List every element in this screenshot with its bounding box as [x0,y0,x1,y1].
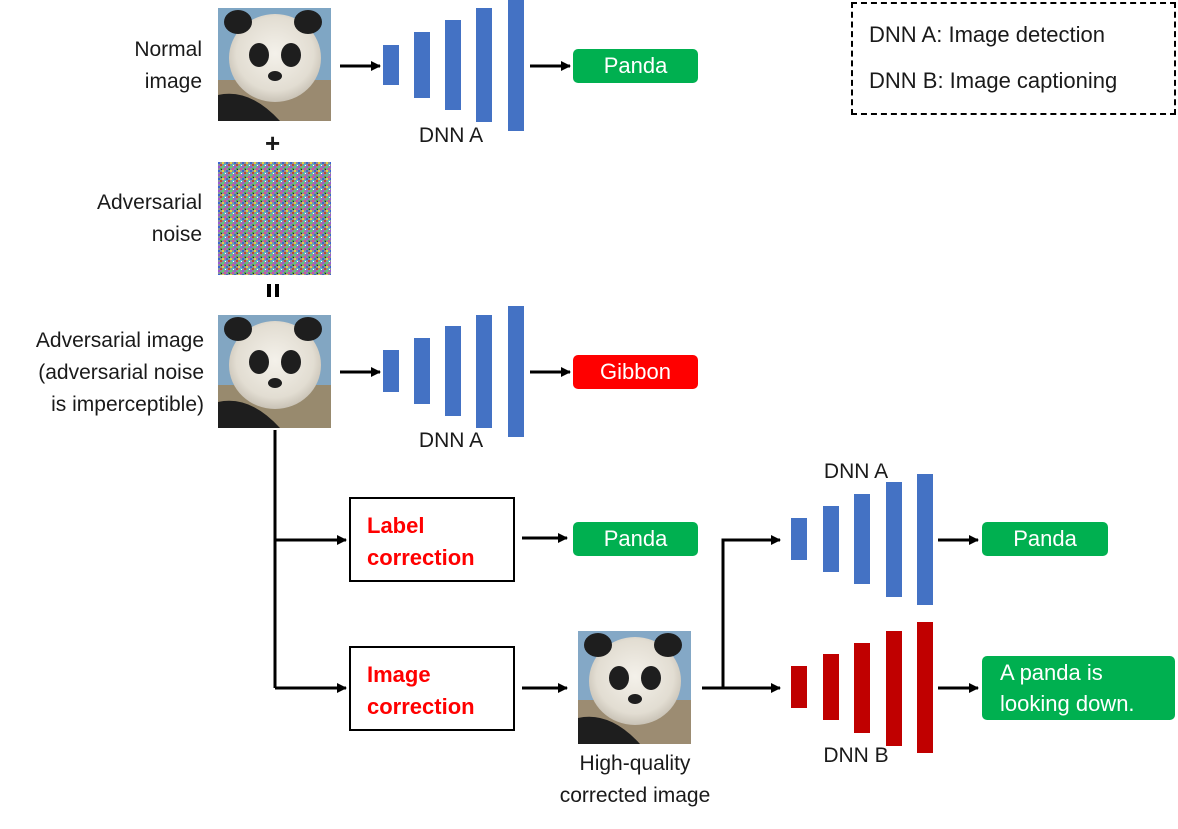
normal-panda-image [218,8,331,121]
legend-dnn-b: DNN B: Image captioning [869,68,1118,93]
output-panda-normal: Panda [573,49,698,83]
dnn-b-layer [917,622,933,753]
dnn-a-network-1 [383,0,524,131]
dnn-a-layer [445,20,461,110]
dnn-b-label: DNN B [823,744,889,767]
image-correction-box: Image correction [349,646,515,731]
normal-image-label: Normal image [134,38,202,93]
dnn-a-layer [414,32,430,98]
arrow [721,535,781,688]
corrected-image-label: High-quality corrected image [559,752,711,807]
adversarial-panda-image [218,315,331,428]
dnn-a-layer [476,8,492,122]
dnn-a-layer [476,315,492,428]
label-correction-text: Label correction [367,513,475,570]
output-panda-label-corrected: Panda [573,522,698,556]
plus-symbol: + [265,128,281,158]
dnn-b-layer [886,631,902,746]
dnn-a-layer [508,0,524,131]
legend-panel: DNN A: Image detection DNN B: Image capt… [851,2,1176,115]
adversarial-image-label: Adversarial image (adversarial noise is … [35,329,204,416]
dnn-b-layer [823,654,839,720]
dnn-a-layer [445,326,461,416]
arrows [273,61,979,693]
corrected-panda-image [578,631,691,744]
dnn-a-label-1: DNN A [418,124,484,147]
output-gibbon: Gibbon [573,355,698,389]
dnn-a-layer [917,474,933,605]
dnn-a-layer [823,506,839,572]
label-correction-box: Label correction [349,497,515,582]
dnn-a-layer [791,518,807,560]
dnn-a-layer [383,45,399,85]
dnn-a-network-2 [383,306,524,437]
dnn-b-layer [791,666,807,708]
dnn-a-label-3: DNN A [823,460,889,483]
dnn-a-layer [383,350,399,392]
dnn-a-network-3 [791,474,933,605]
dnn-a-layer [414,338,430,404]
adversarial-noise-image [218,162,331,275]
output-caption: A panda is looking down. [982,656,1175,720]
dnn-a-layer [508,306,524,437]
dnn-b-layer [854,643,870,733]
adversarial-noise-label: Adversarial noise [96,191,202,246]
dnn-a-layer [854,494,870,584]
dnn-b-network [791,622,933,753]
equals-symbol [266,280,280,297]
image-correction-text: Image correction [367,662,475,719]
dnn-a-label-2: DNN A [418,429,484,452]
legend-dnn-a: DNN A: Image detection [869,22,1106,47]
dnn-a-layer [886,482,902,597]
output-panda-dnn-a: Panda [982,522,1108,556]
